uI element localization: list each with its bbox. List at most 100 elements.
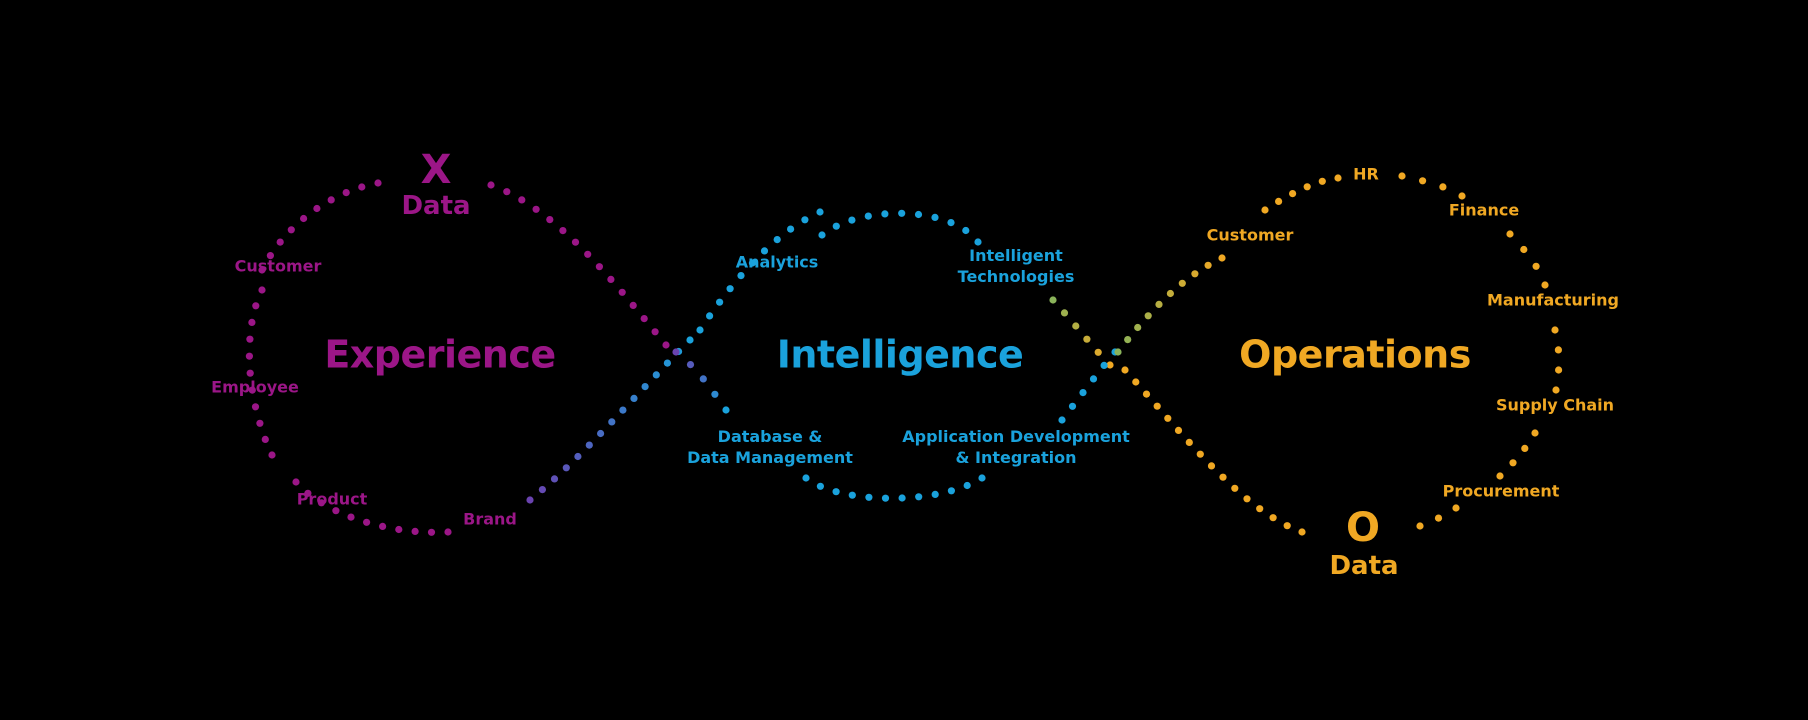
experience-loop-dot — [518, 196, 526, 204]
operations-loop-dot — [1303, 183, 1311, 191]
intelligence-loop-dot — [848, 491, 856, 499]
crossing-x-left-dot — [630, 394, 638, 402]
experience-loop-dot — [584, 250, 592, 258]
operations-loop-dot — [1231, 484, 1239, 492]
operations-loop-dot — [1521, 444, 1529, 452]
intelligence-loop-dot — [978, 474, 986, 482]
experience-loop-dot — [427, 528, 436, 536]
experience-loop-dot — [258, 266, 266, 274]
intelligence-loop-dot — [962, 226, 970, 235]
experience-loop-dot — [347, 513, 355, 521]
operations-finance-label: Finance — [1448, 200, 1520, 220]
crossing-x-right-b-dot — [1100, 361, 1108, 369]
operations-loop-dot — [1419, 177, 1427, 185]
intelligence-loop-dot — [963, 481, 971, 490]
operations-loop-dot — [1318, 177, 1326, 185]
intelligence-loop-dot — [802, 474, 810, 482]
crossing-x-right-dot — [1060, 309, 1069, 317]
operations-customer-label: Customer — [1206, 225, 1294, 245]
experience-product-label: Product — [296, 489, 368, 509]
operations-loop-dot — [1434, 514, 1443, 522]
crossing-x-left-dot — [597, 429, 605, 438]
operations-loop-dot — [1452, 504, 1460, 512]
experience-loop-dot — [374, 179, 382, 187]
intelligence-loop-dot — [914, 210, 923, 219]
operations-title: Operations — [1239, 332, 1471, 377]
experience-loop-dot — [503, 188, 511, 196]
crossing-x-right-b-dot — [1058, 416, 1066, 424]
intelligence-loop-dot — [832, 222, 840, 230]
intelligence-loop-dot — [864, 212, 872, 220]
intelligence-appdev-label: Application Development & Integration — [902, 427, 1130, 469]
operations-loop-dot — [1416, 522, 1424, 530]
intelligence-title: Intelligence — [776, 332, 1024, 377]
x-letter: X — [420, 147, 452, 193]
experience-loop-dot — [292, 478, 300, 486]
operations-loop-dot — [1174, 426, 1183, 434]
intelligence-technologies-label: Intelligent Technologies — [958, 246, 1075, 288]
experience-loop-dot — [363, 518, 371, 526]
operations-supply-chain-label: Supply Chain — [1495, 395, 1615, 415]
intelligence-loop-dot — [696, 326, 704, 334]
experience-loop-dot — [607, 275, 615, 283]
intelligence-loop-dot — [737, 272, 745, 280]
crossing-x-right-c-dot — [1134, 323, 1142, 332]
intelligence-loop-dot — [801, 216, 809, 224]
operations-loop-dot — [1142, 390, 1151, 398]
operations-procurement-label: Procurement — [1442, 481, 1560, 501]
experience-loop-dot — [651, 328, 659, 336]
operations-loop-dot — [1243, 495, 1251, 503]
experience-loop-dot — [268, 451, 276, 459]
crossing-x-right-dot — [1094, 348, 1102, 356]
crossing-x-right-b-dot — [1068, 402, 1077, 410]
experience-loop-dot — [487, 181, 495, 189]
operations-loop-dot — [1132, 378, 1140, 386]
experience-loop-dot — [332, 507, 340, 515]
crossing-x-right-b-dot — [1079, 389, 1087, 397]
crossing-x-left-dot — [641, 383, 649, 391]
crossing-x-right-c-dot — [1155, 300, 1163, 308]
intelligence-analytics-label: Analytics — [735, 252, 819, 272]
experience-loop-dot — [266, 252, 274, 260]
experience-loop-dot — [248, 386, 256, 394]
crossing-x-right-c-dot — [1166, 289, 1174, 298]
crossing-x-right-c-dot — [1218, 254, 1226, 262]
experience-loop-dot — [640, 315, 648, 323]
o-letter: O — [1345, 505, 1381, 551]
intelligence-loop-dot — [881, 210, 889, 218]
x-data-label: Data — [401, 191, 471, 221]
intelligent-line2: Technologies — [957, 267, 1075, 286]
experience-loop-dot — [313, 204, 321, 213]
crossing-x-right-c-dot — [1178, 279, 1186, 287]
experience-loop-dot — [258, 286, 266, 294]
crossing-x-left-dot — [538, 486, 547, 494]
operations-loop-dot — [1289, 190, 1297, 198]
experience-loop-dot — [395, 525, 403, 534]
intelligence-loop-dot — [816, 208, 824, 216]
crossing-x-right-c-dot — [1124, 336, 1132, 344]
intelligence-loop-dot — [898, 494, 906, 502]
crossing-x-left-dot — [686, 336, 694, 344]
experience-loop-dot — [252, 302, 260, 310]
appdev-line2: & Integration — [955, 448, 1077, 467]
experience-employee-label: Employee — [211, 377, 299, 397]
crossing-x-left-b-dot — [699, 375, 707, 383]
operations-loop-dot — [1520, 245, 1528, 254]
experience-loop-dot — [358, 183, 366, 191]
experience-brand-label: Brand — [463, 509, 517, 529]
intelligence-loop-dot — [947, 487, 956, 495]
operations-loop-dot — [1458, 192, 1466, 200]
crossing-x-left-b-dot — [711, 390, 719, 398]
experience-loop-dot — [256, 419, 264, 427]
crossing-x-right-b-dot — [1089, 375, 1098, 383]
experience-loop-dot — [248, 318, 256, 326]
experience-loop-dot — [532, 205, 540, 213]
intelligence-loop-dot — [915, 493, 923, 501]
intelligence-loop-dot — [706, 312, 714, 320]
experience-title: Experience — [324, 332, 556, 377]
intelligence-loop-dot — [716, 298, 724, 306]
crossing-x-right-c-dot — [1191, 270, 1199, 278]
crossing-x-right-c-dot — [1144, 312, 1152, 320]
experience-loop-dot — [342, 189, 350, 197]
